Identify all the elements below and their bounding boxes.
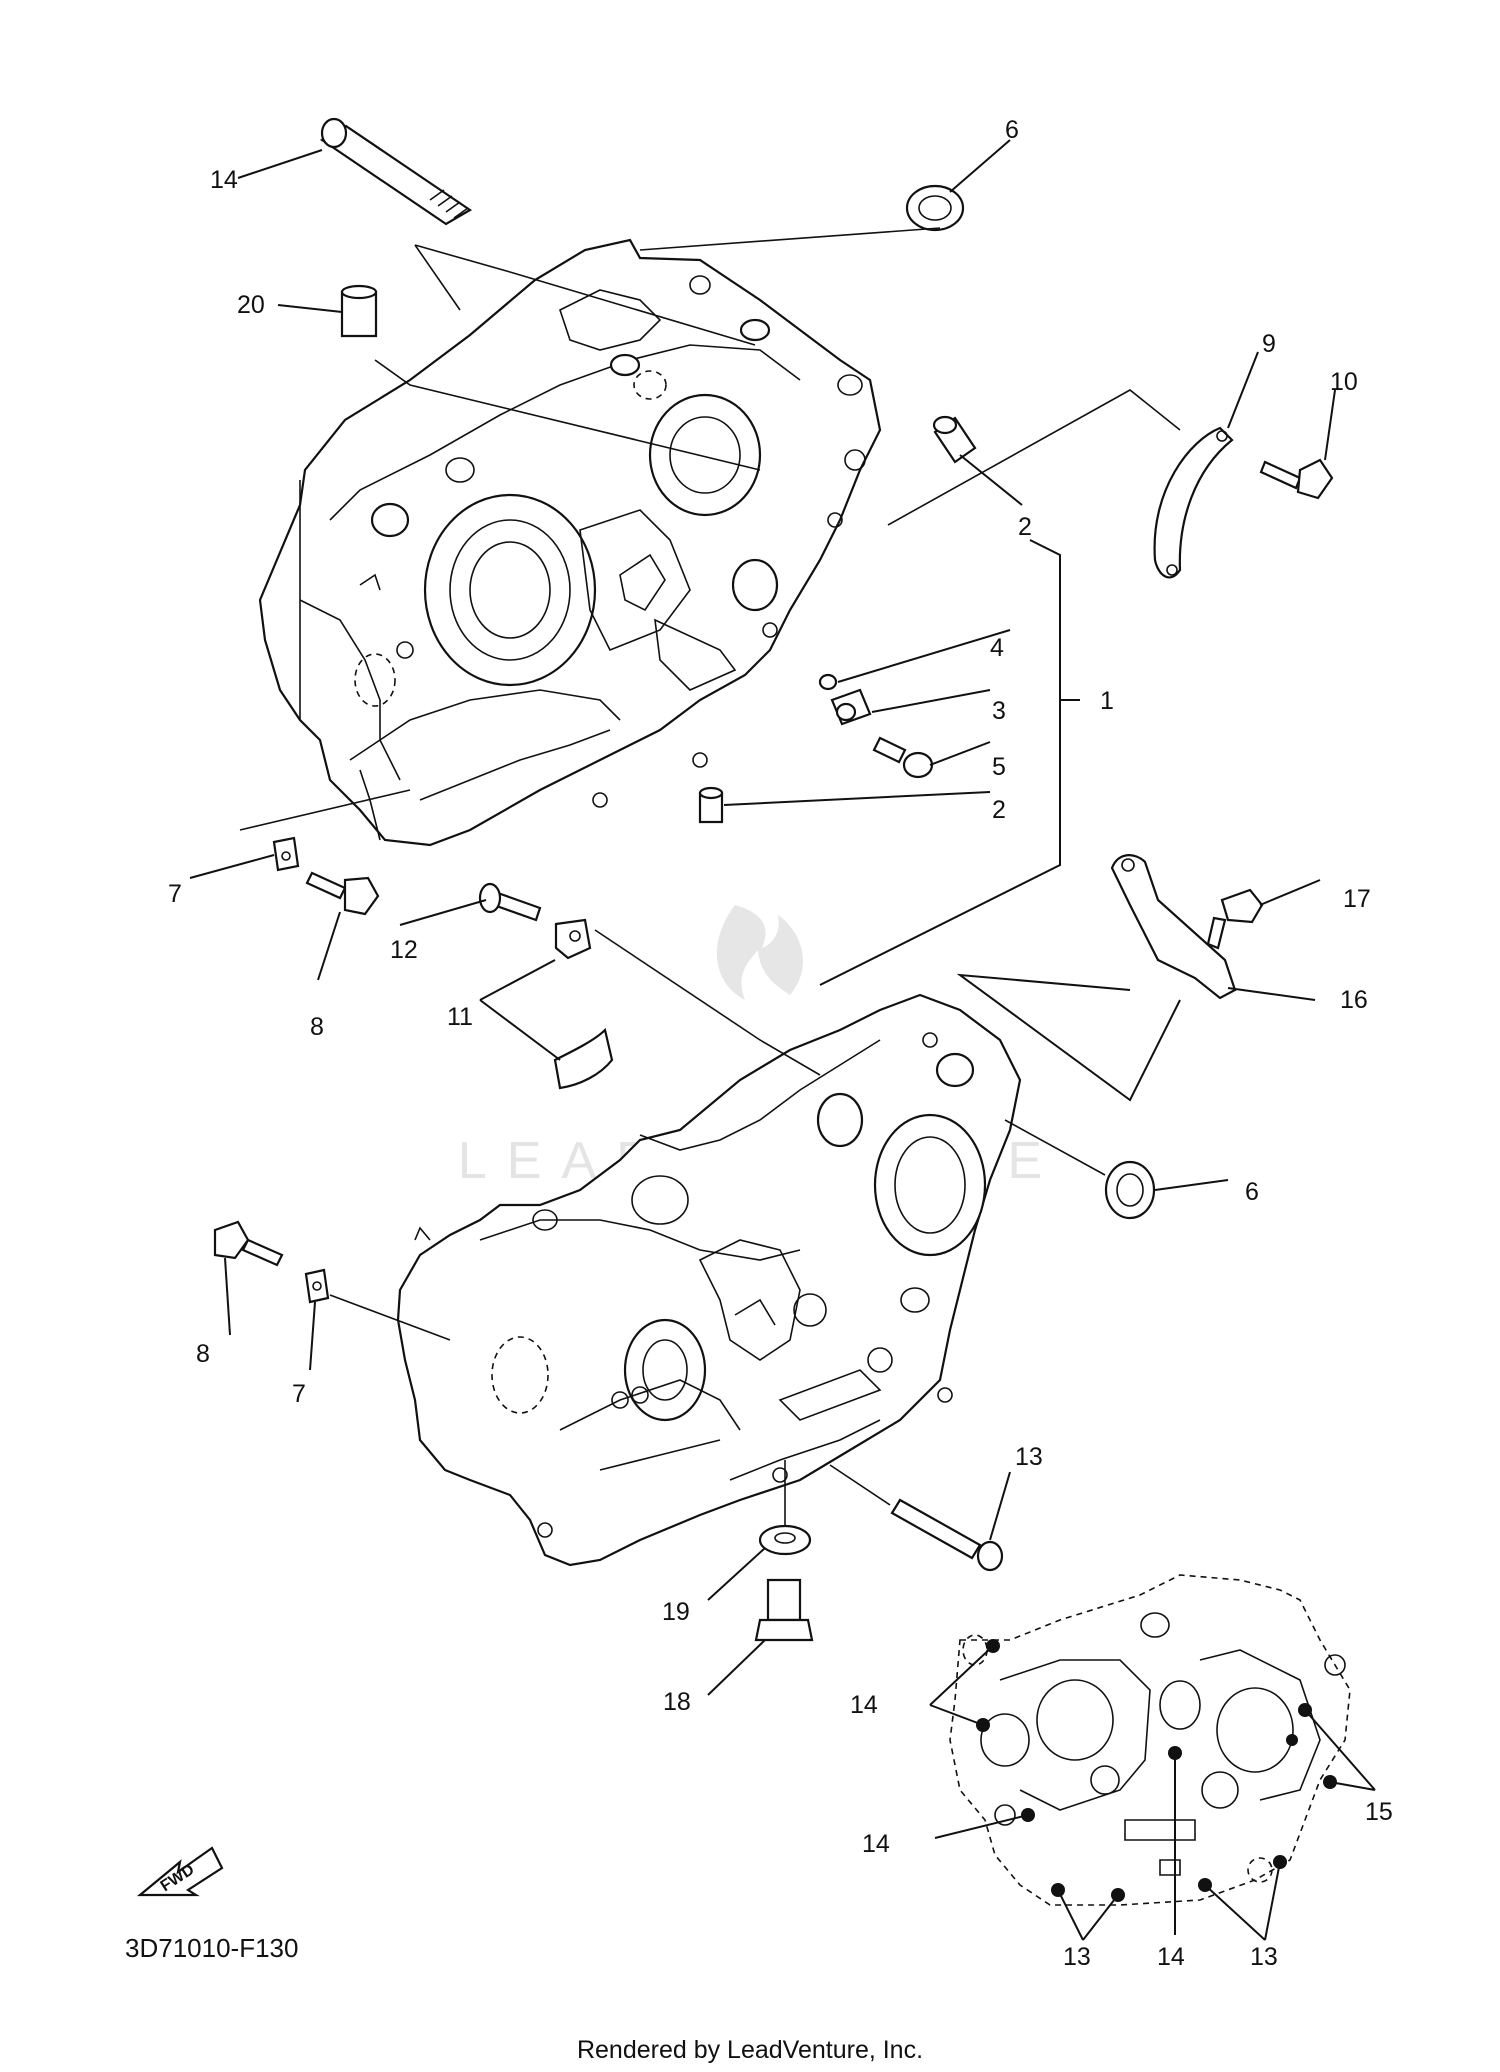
inset-callout-14-upper: 14 (850, 1691, 878, 1719)
callout-18: 18 (663, 1688, 691, 1716)
part-20-dowel (340, 284, 378, 338)
callout-17: 17 (1343, 885, 1371, 913)
part-2-dowel-lower (698, 786, 724, 824)
callout-3: 3 (992, 697, 1006, 725)
callout-14: 14 (210, 166, 238, 194)
inset-callout-13-right: 13 (1250, 1943, 1278, 1971)
leader-lines (189, 139, 1336, 1696)
callout-labels: 14 6 20 9 10 2 4 3 1 5 2 7 17 12 8 16 11… (168, 116, 1371, 1716)
part-18-drain-bolt (754, 1578, 814, 1642)
part-4-o-ring (818, 673, 838, 691)
callout-19: 19 (662, 1598, 690, 1626)
callout-6-lower: 6 (1245, 1178, 1259, 1206)
part-13-bolt (890, 1498, 1004, 1572)
callout-11: 11 (447, 1003, 473, 1031)
callout-9: 9 (1262, 330, 1276, 358)
callout-10: 10 (1330, 368, 1358, 396)
callout-8-lower: 8 (196, 1340, 210, 1368)
part-9-plate (1153, 426, 1234, 579)
part-19-washer (758, 1524, 812, 1556)
part-12-screw (478, 882, 542, 922)
bolt-location-inset (929, 1574, 1376, 1941)
callout-4: 4 (990, 634, 1004, 662)
upper-crankcase-drawing (258, 238, 882, 847)
fwd-arrow-icon: FWD (136, 1846, 224, 1897)
callout-7-upper: 7 (168, 880, 182, 908)
part-11-bracket-upper (554, 918, 592, 960)
part-10-bolt (1259, 458, 1334, 500)
part-14-bolt (319, 117, 473, 226)
part-16-bracket (1110, 854, 1237, 1000)
callout-16: 16 (1340, 986, 1368, 1014)
inset-callout-15: 15 (1365, 1798, 1393, 1826)
callout-6-upper: 6 (1005, 116, 1019, 144)
diagram-code: 3D71010-F130 (125, 1933, 298, 1963)
callout-13: 13 (1015, 1443, 1043, 1471)
part-8-bolt-lower (213, 1220, 284, 1267)
inset-callout-14-bottom: 14 (1157, 1943, 1185, 1971)
part-8-bolt-upper (305, 871, 380, 916)
callout-8-upper: 8 (310, 1013, 324, 1041)
callout-12: 12 (390, 936, 418, 964)
callout-7-lower: 7 (292, 1380, 306, 1408)
callout-5: 5 (992, 753, 1006, 781)
part-3-fitting (830, 688, 872, 726)
callout-2-upper: 2 (1018, 513, 1032, 541)
callout-2-lower: 2 (992, 796, 1006, 824)
watermark-flame-icon (716, 905, 803, 1000)
inset-callout-13-left: 13 (1063, 1943, 1091, 1971)
part-7-washer-upper (272, 836, 300, 872)
callout-1: 1 (1100, 687, 1114, 715)
lower-crankcase-drawing (396, 993, 1022, 1567)
part-5-bolt (872, 736, 934, 779)
part-6-oil-seal-lower (1104, 1160, 1156, 1220)
part-6-oil-seal-upper (905, 184, 965, 232)
callout-20: 20 (237, 291, 265, 319)
part-11-bracket-lower (553, 1027, 614, 1090)
inset-callout-labels: 14 14 13 14 13 15 (850, 1691, 1393, 1971)
part-17-bolt (1206, 888, 1264, 950)
render-credit: Rendered by LeadVenture, Inc. (577, 2036, 923, 2064)
inset-callout-14-left: 14 (862, 1830, 890, 1858)
part-2-dowel-upper (932, 415, 977, 464)
part-7-washer-lower (304, 1268, 330, 1304)
